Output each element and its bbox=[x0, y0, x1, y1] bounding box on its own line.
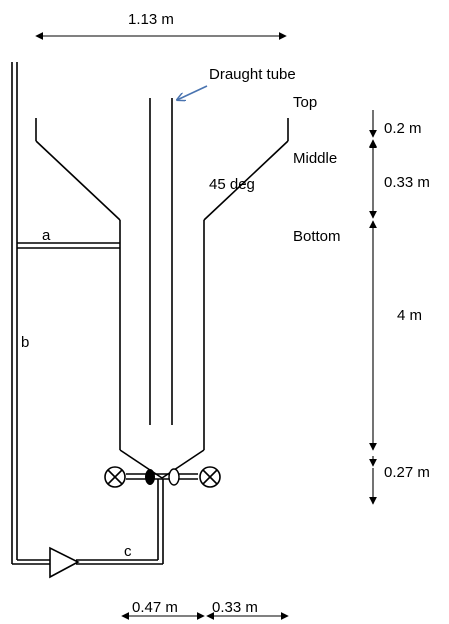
pipe-c bbox=[12, 559, 163, 565]
label-dim-middle-section: 0.33 m bbox=[384, 174, 430, 191]
vessel bbox=[35, 118, 289, 479]
label-draught-tube: Draught tube bbox=[209, 66, 296, 83]
label-bottom: Bottom bbox=[293, 228, 341, 245]
label-dim-cone: 0.27 m bbox=[384, 464, 430, 481]
pump-icon bbox=[49, 546, 80, 579]
dimension-top-width: 1.13 m bbox=[35, 11, 287, 40]
label-dim-bottom-right: 0.33 m bbox=[212, 599, 258, 616]
label-angle: 45 deg bbox=[209, 176, 255, 193]
label-width-top: 1.13 m bbox=[128, 11, 174, 28]
pipe-b-vertical bbox=[11, 62, 18, 564]
draught-tube bbox=[149, 98, 173, 425]
label-pipe-a: a bbox=[42, 227, 51, 244]
pipe-a bbox=[17, 242, 120, 249]
valve-right bbox=[199, 466, 221, 488]
valve-center bbox=[145, 468, 180, 486]
bottom-piping bbox=[126, 473, 198, 564]
label-dim-bottom-section: 4 m bbox=[397, 307, 422, 324]
label-top: Top bbox=[293, 94, 317, 111]
valve-left bbox=[104, 466, 126, 488]
label-middle: Middle bbox=[293, 150, 337, 167]
label-dim-bottom-left: 0.47 m bbox=[132, 599, 178, 616]
label-pipe-b: b bbox=[21, 334, 29, 351]
label-pipe-c: c bbox=[124, 543, 132, 560]
draught-tube-callout: Draught tube bbox=[177, 66, 296, 100]
label-dim-top-section: 0.2 m bbox=[384, 120, 422, 137]
